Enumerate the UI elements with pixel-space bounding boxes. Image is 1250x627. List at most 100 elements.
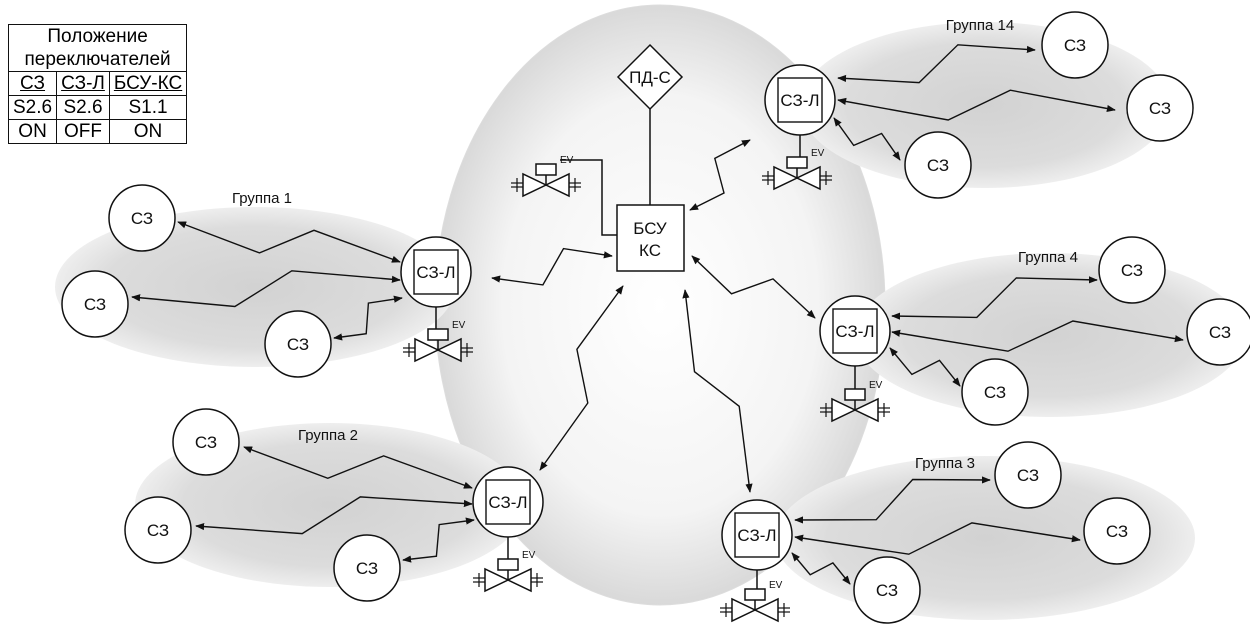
hub-to-node-link xyxy=(833,117,901,161)
hub-to-controller-link xyxy=(539,285,624,471)
group-label: Группа 14 xyxy=(946,17,1014,34)
valve-actuator xyxy=(535,163,557,176)
sensor-node-label: СЗ xyxy=(984,383,1006,402)
group-label: Группа 2 xyxy=(298,427,358,444)
switch-col-sz: СЗ xyxy=(7,71,58,96)
group-1: Группа 1 СЗ СЗ СЗ СЗ-Л EV xyxy=(61,184,473,378)
switch-id-sz-l: S2.6 xyxy=(56,95,110,120)
sensor-node-label: СЗ xyxy=(195,433,217,452)
sensor-node xyxy=(994,441,1062,509)
switch-state-bsu-ks: ON xyxy=(108,119,188,144)
central-valve-link xyxy=(560,159,617,236)
sensor-node-label: СЗ xyxy=(1064,36,1086,55)
sensor-node xyxy=(961,358,1029,426)
hub-node-box xyxy=(832,308,878,354)
switch-col-sz-l: СЗ-Л xyxy=(56,71,110,96)
valve-body-left xyxy=(484,567,510,593)
valve-label: EV xyxy=(522,550,536,561)
hub-to-node-link xyxy=(794,476,991,524)
hub-to-controller-link xyxy=(682,289,753,493)
hub-to-node-link xyxy=(402,517,475,563)
hub-node-label: СЗ-Л xyxy=(737,526,776,545)
valve-body-left xyxy=(414,337,440,363)
hub-valve-icon: EV xyxy=(720,580,790,623)
sensor-node-label: СЗ xyxy=(131,209,153,228)
valve-actuator xyxy=(786,156,808,169)
valve-actuator xyxy=(844,388,866,401)
hub-node-label: СЗ-Л xyxy=(488,493,527,512)
sensor-node-label: СЗ xyxy=(1106,522,1128,541)
hub-to-controller-link xyxy=(491,247,613,286)
sensor-node-label: СЗ xyxy=(84,295,106,314)
sensor-node xyxy=(1083,497,1151,565)
switch-table-title-line2: переключателей xyxy=(24,49,171,70)
switch-state-sz: ON xyxy=(7,119,58,144)
valve-body-left xyxy=(773,165,799,191)
valve-label: EV xyxy=(869,380,883,391)
hub-to-controller-link xyxy=(689,139,751,211)
valve-actuator xyxy=(744,588,766,601)
hub-to-node-link xyxy=(891,320,1184,352)
valve-label: EV xyxy=(560,155,574,166)
valve-body-left xyxy=(831,397,857,423)
hub-node-box xyxy=(485,479,531,525)
controller-box xyxy=(616,204,685,272)
pressure-sensor-label: ПД-С xyxy=(629,68,671,87)
hub-node-label: СЗ-Л xyxy=(416,263,455,282)
hub-to-node-link xyxy=(333,295,403,341)
sensor-node xyxy=(333,534,401,602)
hub-to-node-link xyxy=(794,522,1081,555)
hub-to-node-link xyxy=(889,347,961,387)
central-valve-icon: EV xyxy=(511,155,581,198)
valve-body-left xyxy=(522,172,548,198)
hub-to-controller-link xyxy=(691,255,816,319)
valve-label: EV xyxy=(811,148,825,159)
switch-id-bsu-ks: S1.1 xyxy=(108,95,188,120)
switch-col-bsu-ks: БСУ-КС xyxy=(108,71,188,96)
valve-label: EV xyxy=(452,320,466,331)
sensor-node xyxy=(904,131,972,199)
valve-body-right xyxy=(436,337,462,363)
valve-label: EV xyxy=(769,580,783,591)
controller-label-line2: КС xyxy=(639,241,661,260)
valve-body-right xyxy=(753,597,779,623)
hub-to-node-link xyxy=(791,552,851,585)
sensor-node xyxy=(1186,298,1250,366)
group-label: Группа 4 xyxy=(1018,249,1078,266)
group-label: Группа 1 xyxy=(232,190,292,207)
hub-valve-icon: EV xyxy=(820,380,890,423)
sensor-node-label: СЗ xyxy=(147,521,169,540)
hub-to-node-link xyxy=(891,276,1098,320)
sensor-node xyxy=(172,408,240,476)
valve-body-left xyxy=(731,597,757,623)
hub-valve-icon: EV xyxy=(473,550,543,593)
group-label: Группа 3 xyxy=(915,455,975,472)
hub-node-box xyxy=(777,77,823,123)
switch-state-sz-l: OFF xyxy=(56,119,110,144)
hub-to-node-link xyxy=(195,496,473,535)
hub-to-node-link xyxy=(243,446,473,489)
sensor-node-label: СЗ xyxy=(1209,323,1231,342)
sensor-node xyxy=(61,270,129,338)
hub-to-node-link xyxy=(837,89,1116,121)
valve-actuator xyxy=(427,328,449,341)
switch-table-title-line1: Положение xyxy=(47,26,148,47)
controller-label-line1: БСУ xyxy=(633,219,667,238)
valve-actuator xyxy=(497,558,519,571)
sensor-node-label: СЗ xyxy=(287,335,309,354)
sensor-node xyxy=(264,310,332,378)
hub-node-box xyxy=(734,512,780,558)
switch-id-sz: S2.6 xyxy=(7,95,58,120)
valve-body-right xyxy=(795,165,821,191)
sensor-node xyxy=(108,184,176,252)
hub-to-node-link xyxy=(177,221,401,263)
sensor-node xyxy=(1098,236,1166,304)
sensor-node-label: СЗ xyxy=(876,581,898,600)
sensor-node xyxy=(853,556,921,624)
